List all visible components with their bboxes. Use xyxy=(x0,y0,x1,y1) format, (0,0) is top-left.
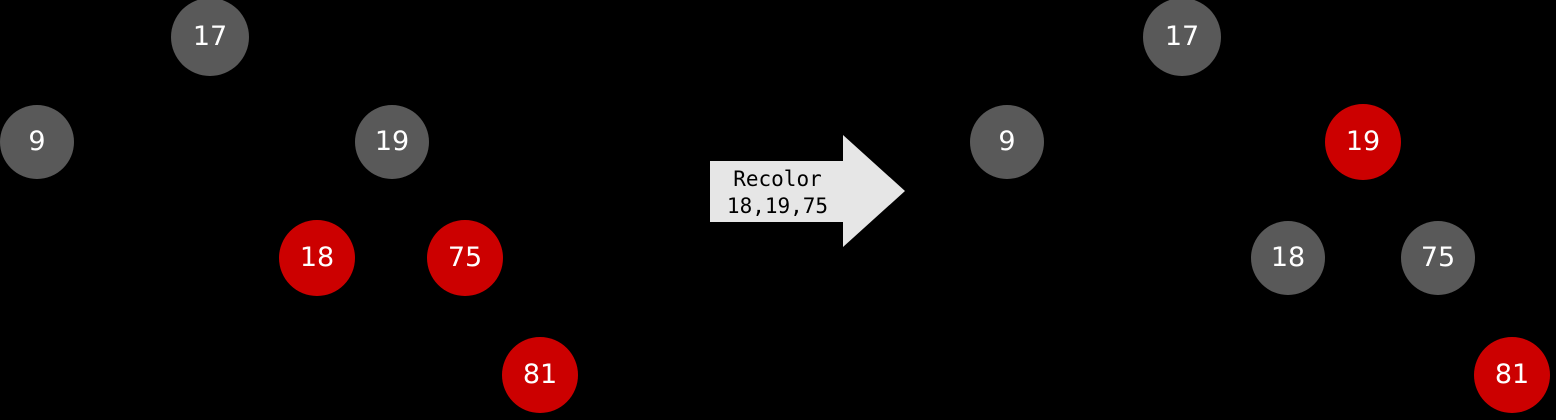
tree-node-18[interactable]: 18 xyxy=(1251,221,1325,295)
tree-node-label: 9 xyxy=(998,125,1016,157)
arrow-shape-icon xyxy=(710,135,905,247)
tree-node-label: 19 xyxy=(374,125,410,157)
tree-node-label: 81 xyxy=(1494,358,1530,390)
after-tree-panel: 9 17 19 18 75 81 xyxy=(930,0,1556,420)
tree-node-label: 17 xyxy=(192,20,228,52)
tree-node-label: 81 xyxy=(522,358,558,390)
tree-node-18[interactable]: 18 xyxy=(279,220,355,296)
tree-node-label: 75 xyxy=(1420,241,1456,273)
tree-node-17[interactable]: 17 xyxy=(1143,0,1221,76)
tree-node-9[interactable]: 9 xyxy=(970,105,1044,179)
tree-node-75[interactable]: 75 xyxy=(427,220,503,296)
tree-node-label: 9 xyxy=(28,125,46,157)
tree-node-19[interactable]: 19 xyxy=(1325,104,1401,180)
tree-node-label: 75 xyxy=(447,241,483,273)
tree-node-81[interactable]: 81 xyxy=(502,337,578,413)
tree-node-81[interactable]: 81 xyxy=(1474,337,1550,413)
tree-node-label: 18 xyxy=(1270,241,1306,273)
tree-node-19[interactable]: 19 xyxy=(355,105,429,179)
tree-node-75[interactable]: 75 xyxy=(1401,221,1475,295)
before-tree-panel: 9 17 19 18 75 81 xyxy=(0,0,700,420)
tree-node-17[interactable]: 17 xyxy=(171,0,249,76)
tree-node-label: 17 xyxy=(1164,20,1200,52)
tree-node-label: 19 xyxy=(1345,125,1381,157)
tree-node-9[interactable]: 9 xyxy=(0,105,74,179)
tree-node-label: 18 xyxy=(299,241,335,273)
